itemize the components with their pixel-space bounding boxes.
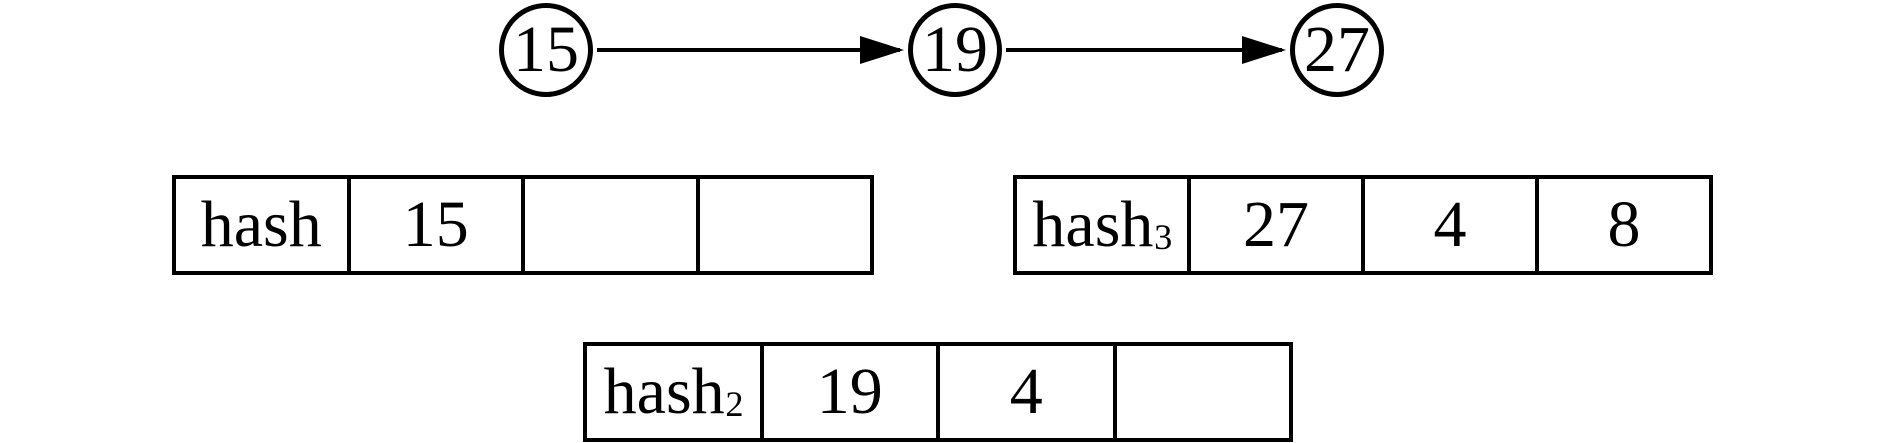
- list-node-value: 27: [1304, 13, 1370, 86]
- hash-table-3-slot-1: 27: [1187, 179, 1361, 271]
- hash-table-2-slot-3: [1112, 346, 1290, 438]
- list-node-19: 19: [908, 3, 1002, 97]
- list-node-27: 27: [1290, 3, 1384, 97]
- hash-table-2-slot-1: 19: [759, 346, 937, 438]
- hash-table-3-slot-2: 4: [1361, 179, 1535, 271]
- hash-table-1-label: hash: [200, 188, 322, 261]
- hash-table-3-label: hash: [1032, 188, 1154, 261]
- hash-table-3-slot-3: 8: [1535, 179, 1709, 271]
- hash-table-1-slot-3: [695, 179, 871, 271]
- hash-table-1-slot-1: 15: [346, 179, 522, 271]
- hash-table-1-label-cell: hash: [176, 179, 347, 271]
- hash-table-2-label: hash: [603, 355, 725, 428]
- list-node-value: 19: [922, 13, 988, 86]
- list-node-value: 15: [513, 13, 579, 86]
- list-node-15: 15: [499, 3, 593, 97]
- hash-table-1: hash 15: [172, 175, 874, 275]
- hash-table-2-slot-2: 4: [936, 346, 1113, 438]
- hash-table-1-slot-2: [521, 179, 696, 271]
